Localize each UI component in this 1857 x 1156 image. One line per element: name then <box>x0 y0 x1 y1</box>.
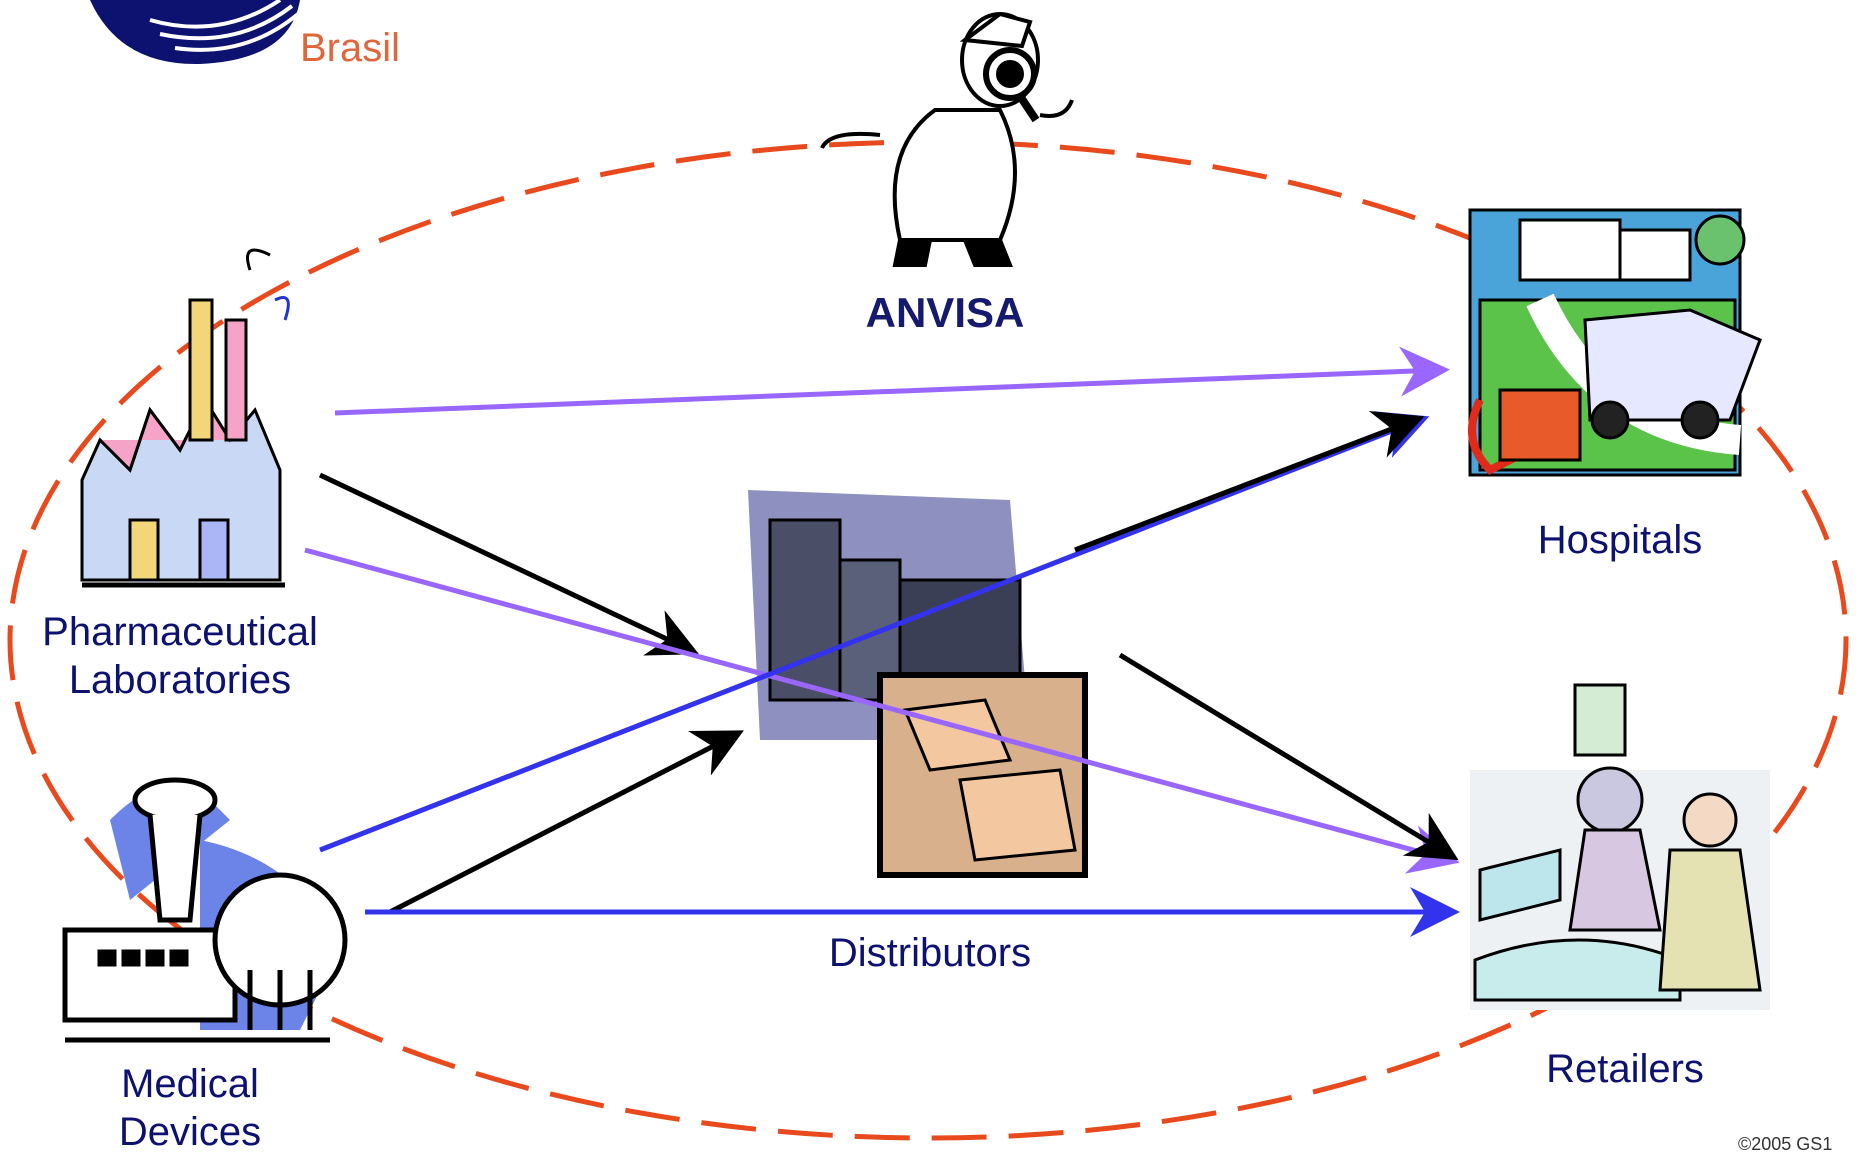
industrial-plant-icon <box>62 777 348 1043</box>
flow-arrow-medical-to-distributors <box>388 730 744 915</box>
pharma-label: Pharmaceutical Laboratories <box>42 610 318 702</box>
brand-logo <box>90 0 300 65</box>
flow-arrow-distributors-to-hospitals <box>1074 410 1425 553</box>
inspector-with-magnifier-icon <box>820 11 1074 267</box>
pharmacy-counter-icon <box>1470 683 1770 1010</box>
flow-arrow-pharma-to-retailers <box>304 547 1460 874</box>
copyright-text: ©2005 GS1 <box>1738 1134 1833 1154</box>
hospital-ambulance-icon <box>1468 208 1762 477</box>
logo-text: Brasil <box>300 26 401 70</box>
factory-icon <box>80 248 290 588</box>
flow-arrow-pharma-to-hospitals <box>334 346 1450 416</box>
flow-arrow-medical-to-hospitals <box>319 411 1430 853</box>
flow-arrows <box>304 346 1460 937</box>
distributors-label: Distributors <box>828 931 1032 975</box>
medical-label: Medical Devices <box>118 1062 262 1154</box>
retailers-label: Retailers <box>1546 1047 1704 1091</box>
regulator-label: ANVISA <box>865 289 1025 336</box>
hospitals-label: Hospitals <box>1537 518 1703 562</box>
flow-arrow-distributors-to-retailers <box>1118 652 1459 861</box>
flow-arrow-pharma-to-distributors <box>318 472 700 656</box>
